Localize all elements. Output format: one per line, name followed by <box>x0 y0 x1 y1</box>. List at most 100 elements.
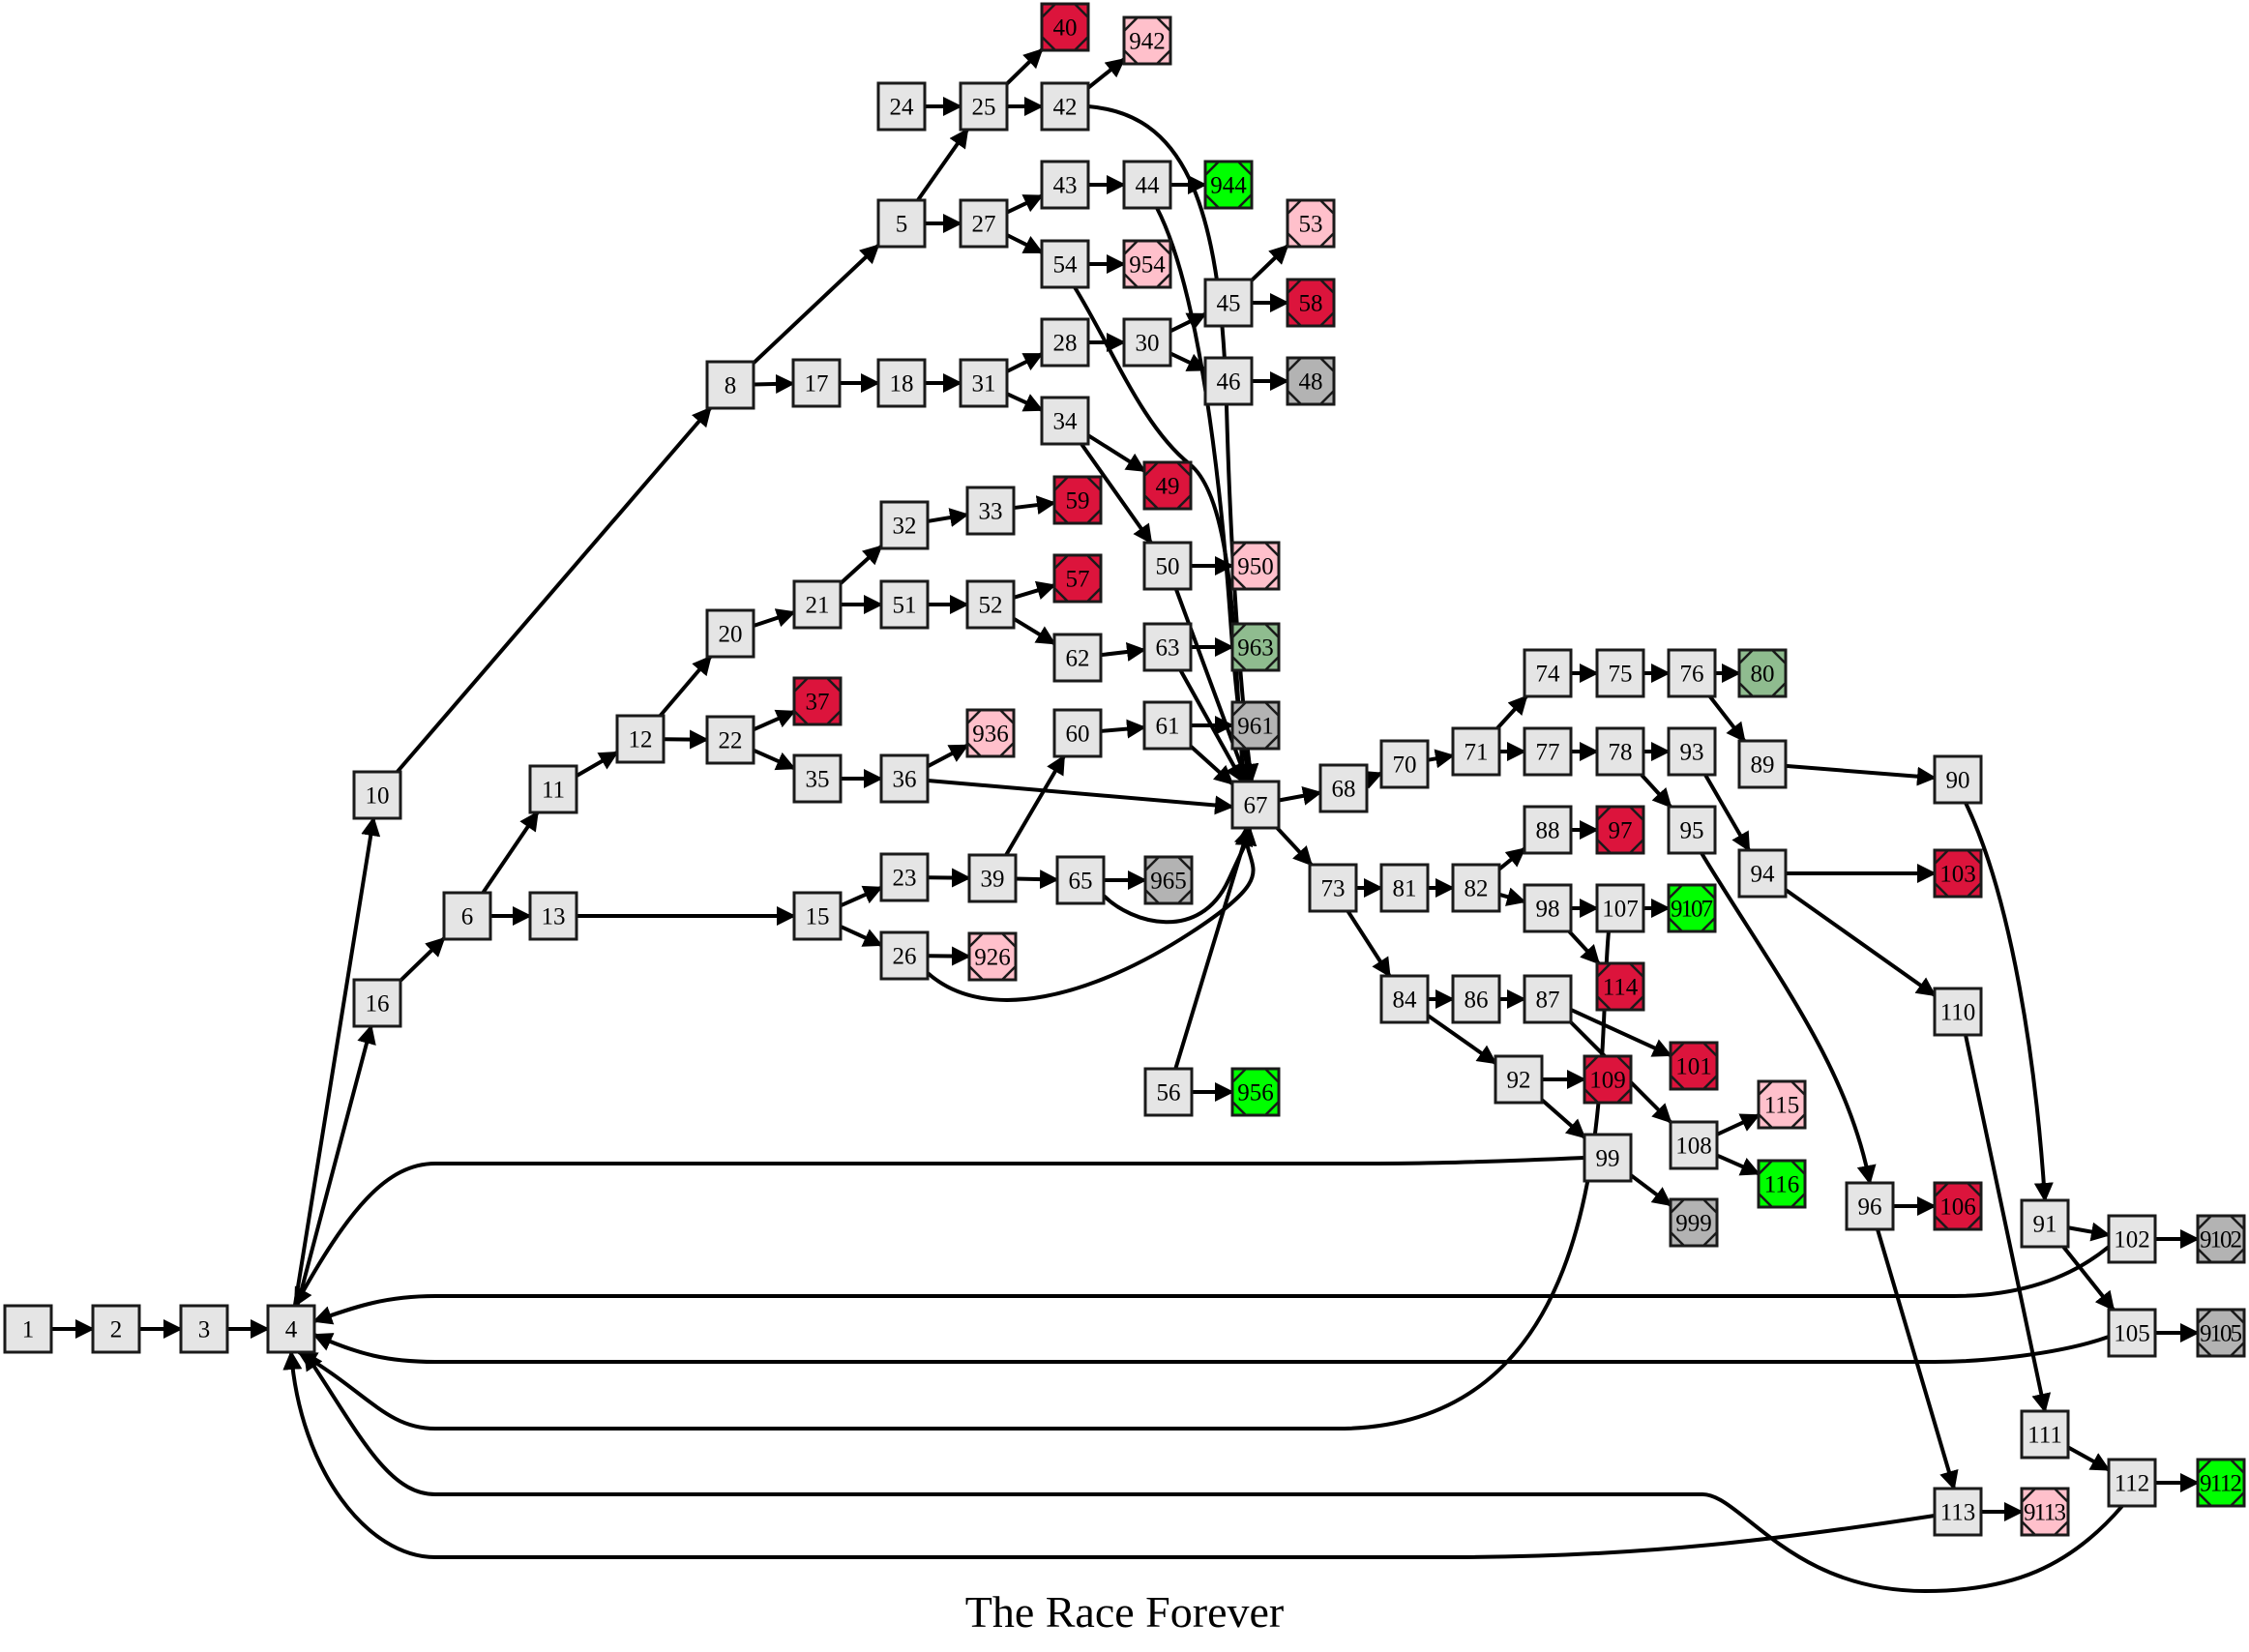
node-22[interactable]: 22 <box>705 715 755 765</box>
node-26[interactable]: 26 <box>879 930 930 981</box>
node-30[interactable]: 30 <box>1122 317 1172 368</box>
node-99[interactable]: 99 <box>1583 1133 1633 1183</box>
node-111[interactable]: 111 <box>2020 1409 2070 1460</box>
node-109[interactable]: 109 <box>1583 1054 1633 1105</box>
node-56[interactable]: 56 <box>1143 1067 1194 1117</box>
node-999[interactable]: 999 <box>1669 1197 1719 1248</box>
node-88[interactable]: 88 <box>1523 805 1573 855</box>
node-115[interactable]: 115 <box>1757 1079 1807 1130</box>
node-107[interactable]: 107 <box>1595 883 1645 933</box>
node-94[interactable]: 94 <box>1737 848 1788 899</box>
node-113[interactable]: 113 <box>1933 1487 1983 1537</box>
node-106[interactable]: 106 <box>1933 1181 1983 1231</box>
node-18[interactable]: 18 <box>876 358 927 408</box>
node-39[interactable]: 39 <box>967 853 1018 903</box>
node-37[interactable]: 37 <box>792 676 843 726</box>
node-11[interactable]: 11 <box>528 764 578 814</box>
node-9107[interactable]: 9107 <box>1667 883 1717 933</box>
node-36[interactable]: 36 <box>879 753 930 804</box>
node-101[interactable]: 101 <box>1669 1041 1719 1091</box>
node-34[interactable]: 34 <box>1040 396 1090 446</box>
node-112[interactable]: 112 <box>2107 1458 2157 1508</box>
node-950[interactable]: 950 <box>1230 541 1281 591</box>
node-45[interactable]: 45 <box>1203 278 1254 328</box>
node-78[interactable]: 78 <box>1595 726 1645 777</box>
node-43[interactable]: 43 <box>1040 160 1090 210</box>
node-50[interactable]: 50 <box>1142 541 1193 591</box>
node-25[interactable]: 25 <box>959 81 1009 132</box>
node-17[interactable]: 17 <box>791 358 842 408</box>
node-9105[interactable]: 9105 <box>2196 1308 2246 1358</box>
node-49[interactable]: 49 <box>1142 460 1193 511</box>
node-87[interactable]: 87 <box>1523 974 1573 1024</box>
node-105[interactable]: 105 <box>2107 1308 2157 1358</box>
node-954[interactable]: 954 <box>1122 239 1172 289</box>
node-44[interactable]: 44 <box>1122 160 1172 210</box>
node-114[interactable]: 114 <box>1595 961 1645 1012</box>
node-67[interactable]: 67 <box>1230 780 1281 830</box>
node-28[interactable]: 28 <box>1040 317 1090 368</box>
node-24[interactable]: 24 <box>876 81 927 132</box>
node-77[interactable]: 77 <box>1523 726 1573 777</box>
node-81[interactable]: 81 <box>1379 863 1430 913</box>
node-21[interactable]: 21 <box>792 579 843 630</box>
node-90[interactable]: 90 <box>1933 754 1983 805</box>
node-20[interactable]: 20 <box>705 608 755 659</box>
node-961[interactable]: 961 <box>1230 700 1281 751</box>
node-71[interactable]: 71 <box>1451 726 1501 777</box>
node-63[interactable]: 63 <box>1142 622 1193 672</box>
node-46[interactable]: 46 <box>1203 356 1254 406</box>
node-15[interactable]: 15 <box>792 891 843 941</box>
node-80[interactable]: 80 <box>1737 648 1788 698</box>
node-8[interactable]: 8 <box>705 360 755 410</box>
node-98[interactable]: 98 <box>1523 883 1573 933</box>
node-33[interactable]: 33 <box>965 486 1016 536</box>
node-9112[interactable]: 9112 <box>2196 1458 2246 1508</box>
node-92[interactable]: 92 <box>1494 1054 1544 1105</box>
node-926[interactable]: 926 <box>967 931 1018 982</box>
node-23[interactable]: 23 <box>879 852 930 902</box>
node-102[interactable]: 102 <box>2107 1214 2157 1264</box>
node-9102[interactable]: 9102 <box>2196 1214 2246 1264</box>
node-58[interactable]: 58 <box>1286 278 1336 328</box>
node-53[interactable]: 53 <box>1286 198 1336 249</box>
node-3[interactable]: 3 <box>179 1304 229 1354</box>
node-35[interactable]: 35 <box>792 753 843 804</box>
node-89[interactable]: 89 <box>1737 739 1788 789</box>
node-1[interactable]: 1 <box>3 1304 53 1354</box>
node-40[interactable]: 40 <box>1040 2 1090 52</box>
node-91[interactable]: 91 <box>2020 1198 2070 1249</box>
node-93[interactable]: 93 <box>1667 726 1717 777</box>
node-942[interactable]: 942 <box>1122 15 1172 66</box>
node-31[interactable]: 31 <box>959 358 1009 408</box>
node-103[interactable]: 103 <box>1933 848 1983 899</box>
node-74[interactable]: 74 <box>1523 648 1573 698</box>
node-73[interactable]: 73 <box>1308 863 1358 913</box>
node-2[interactable]: 2 <box>91 1304 141 1354</box>
node-82[interactable]: 82 <box>1451 863 1501 913</box>
node-52[interactable]: 52 <box>965 579 1016 630</box>
node-956[interactable]: 956 <box>1230 1067 1281 1117</box>
node-27[interactable]: 27 <box>959 198 1009 249</box>
node-70[interactable]: 70 <box>1379 739 1430 789</box>
node-97[interactable]: 97 <box>1595 805 1645 855</box>
node-4[interactable]: 4 <box>266 1304 316 1354</box>
node-51[interactable]: 51 <box>879 579 930 630</box>
node-944[interactable]: 944 <box>1203 160 1254 210</box>
node-96[interactable]: 96 <box>1845 1181 1895 1231</box>
node-116[interactable]: 116 <box>1757 1159 1807 1209</box>
node-76[interactable]: 76 <box>1667 648 1717 698</box>
node-75[interactable]: 75 <box>1595 648 1645 698</box>
node-86[interactable]: 86 <box>1451 974 1501 1024</box>
node-9113[interactable]: 9113 <box>2020 1487 2070 1537</box>
node-54[interactable]: 54 <box>1040 239 1090 289</box>
node-965[interactable]: 965 <box>1143 855 1194 905</box>
node-59[interactable]: 59 <box>1052 475 1103 525</box>
node-42[interactable]: 42 <box>1040 81 1090 132</box>
node-936[interactable]: 936 <box>965 708 1016 758</box>
node-68[interactable]: 68 <box>1318 763 1369 813</box>
node-84[interactable]: 84 <box>1379 974 1430 1024</box>
node-13[interactable]: 13 <box>528 891 578 941</box>
node-6[interactable]: 6 <box>442 891 492 941</box>
node-65[interactable]: 65 <box>1055 855 1106 905</box>
